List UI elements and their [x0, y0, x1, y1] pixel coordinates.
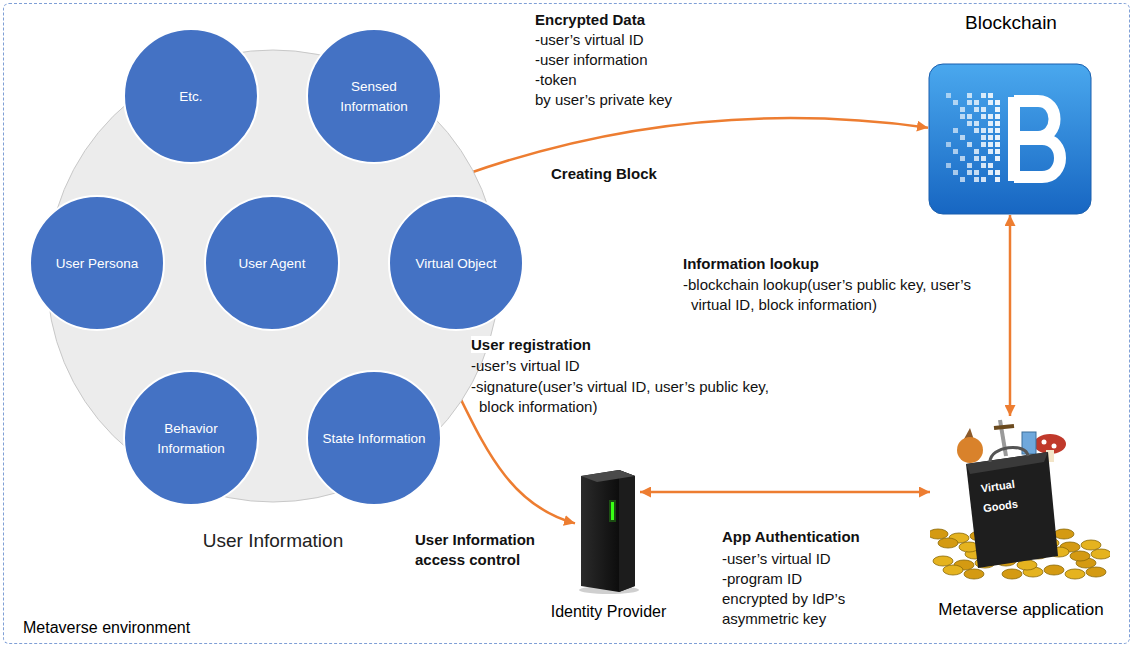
annotation-text: encrypted by IdP’s asymmetric key — [722, 590, 845, 627]
text-box: User registration — [471, 335, 671, 355]
annotation-text: Encrypted Data — [535, 11, 645, 28]
text-box: Identity Provider — [531, 602, 686, 622]
circle-label: Sensed Information — [340, 79, 408, 114]
text-box: -user’s virtual ID — [722, 549, 902, 569]
node-label: User Information — [203, 530, 343, 551]
info-circle: User Agent — [204, 195, 340, 331]
text-box: -user information — [535, 50, 795, 70]
virtual-goods-illustration — [930, 416, 1110, 591]
text-box: Encrypted Data — [535, 10, 795, 30]
text-box: Metaverse environment — [23, 618, 323, 638]
text-box: Etc. — [137, 86, 245, 106]
text-box: App Authentication — [722, 527, 922, 547]
info-circle: State Information — [306, 370, 442, 506]
annotation-text: -token — [535, 71, 577, 88]
text-box: User Information — [183, 529, 363, 553]
text-box: Creating Block — [551, 164, 751, 184]
node-label: Identity Provider — [551, 603, 667, 620]
circle-label: User Agent — [239, 256, 306, 271]
annotation-text: by user’s private key — [535, 91, 672, 108]
component-node: Blockchain — [921, 7, 1101, 219]
annotation-text: -user’s virtual ID — [471, 357, 580, 374]
text-box: -signature(user’s virtual ID, user’s pub… — [471, 377, 771, 417]
edge-label: App Authentication — [722, 528, 860, 545]
text-box: Information lookup — [683, 254, 883, 274]
text-box: User Agent — [218, 253, 326, 273]
bag-label: Virtual Goods — [980, 478, 1019, 514]
circle-label: Virtual Object — [416, 256, 497, 271]
text-box: by user’s private key — [535, 90, 795, 110]
text-box: Blockchain — [921, 11, 1101, 35]
text-box: -program ID — [722, 569, 902, 589]
annotation-text: -user’s virtual ID — [722, 550, 831, 567]
region-label: Metaverse environment — [23, 619, 190, 636]
info-circle: User Persona — [29, 195, 165, 331]
info-circle: Sensed Information — [306, 28, 442, 164]
component-node: Identity Provider — [541, 463, 676, 628]
annotation-text: -user information — [535, 51, 648, 68]
text-box: Metaverse application — [916, 599, 1126, 620]
annotation-text: -program ID — [722, 570, 802, 587]
flow-arrow — [1009, 215, 1012, 416]
blockchain-icon — [928, 63, 1092, 215]
annotation-text: User Information access control — [415, 531, 535, 568]
edge-label: Information lookup — [683, 255, 819, 272]
server-icon — [575, 468, 640, 596]
text-box: Behavior Information — [137, 418, 245, 458]
user-information-circle: User Information Etc. Sensed InformationUs… — [29, 26, 527, 566]
node-label: Metaverse application — [938, 600, 1103, 619]
text-box: -blockchain lookup(user’s public key, us… — [683, 275, 973, 315]
circle-label: State Information — [323, 431, 426, 446]
edge-label: User registration — [471, 336, 591, 353]
text-box: -user’s virtual ID — [471, 356, 771, 376]
info-circle: Virtual Object — [388, 195, 524, 331]
info-circle: Etc. — [123, 28, 259, 164]
text-box: Sensed Information — [320, 76, 428, 116]
text-box: encrypted by IdP’s asymmetric key — [722, 589, 902, 629]
circle-label: User Persona — [56, 256, 139, 271]
circle-label: Behavior Information — [157, 421, 225, 456]
info-circle: Behavior Information — [123, 370, 259, 506]
flow-arrow — [640, 491, 930, 494]
annotation-text: -signature(user’s virtual ID, user’s pub… — [471, 378, 769, 415]
text-box: Virtual Object — [402, 253, 510, 273]
text-box: -token — [535, 70, 795, 90]
node-label: Blockchain — [965, 12, 1057, 33]
component-node: Virtual GoodsMetaverse application — [916, 413, 1126, 633]
text-box: User Persona — [43, 253, 151, 273]
annotation-text: -blockchain lookup(user’s public key, us… — [683, 276, 971, 313]
text-box: Virtual Goods — [964, 471, 1035, 520]
circle-label: Etc. — [179, 89, 202, 104]
annotation-text: -user’s virtual ID — [535, 31, 644, 48]
text-box: User Information access control — [415, 530, 575, 570]
text-box: State Information — [320, 428, 428, 448]
edge-label: Creating Block — [551, 165, 657, 182]
text-box: -user’s virtual ID — [535, 30, 795, 50]
